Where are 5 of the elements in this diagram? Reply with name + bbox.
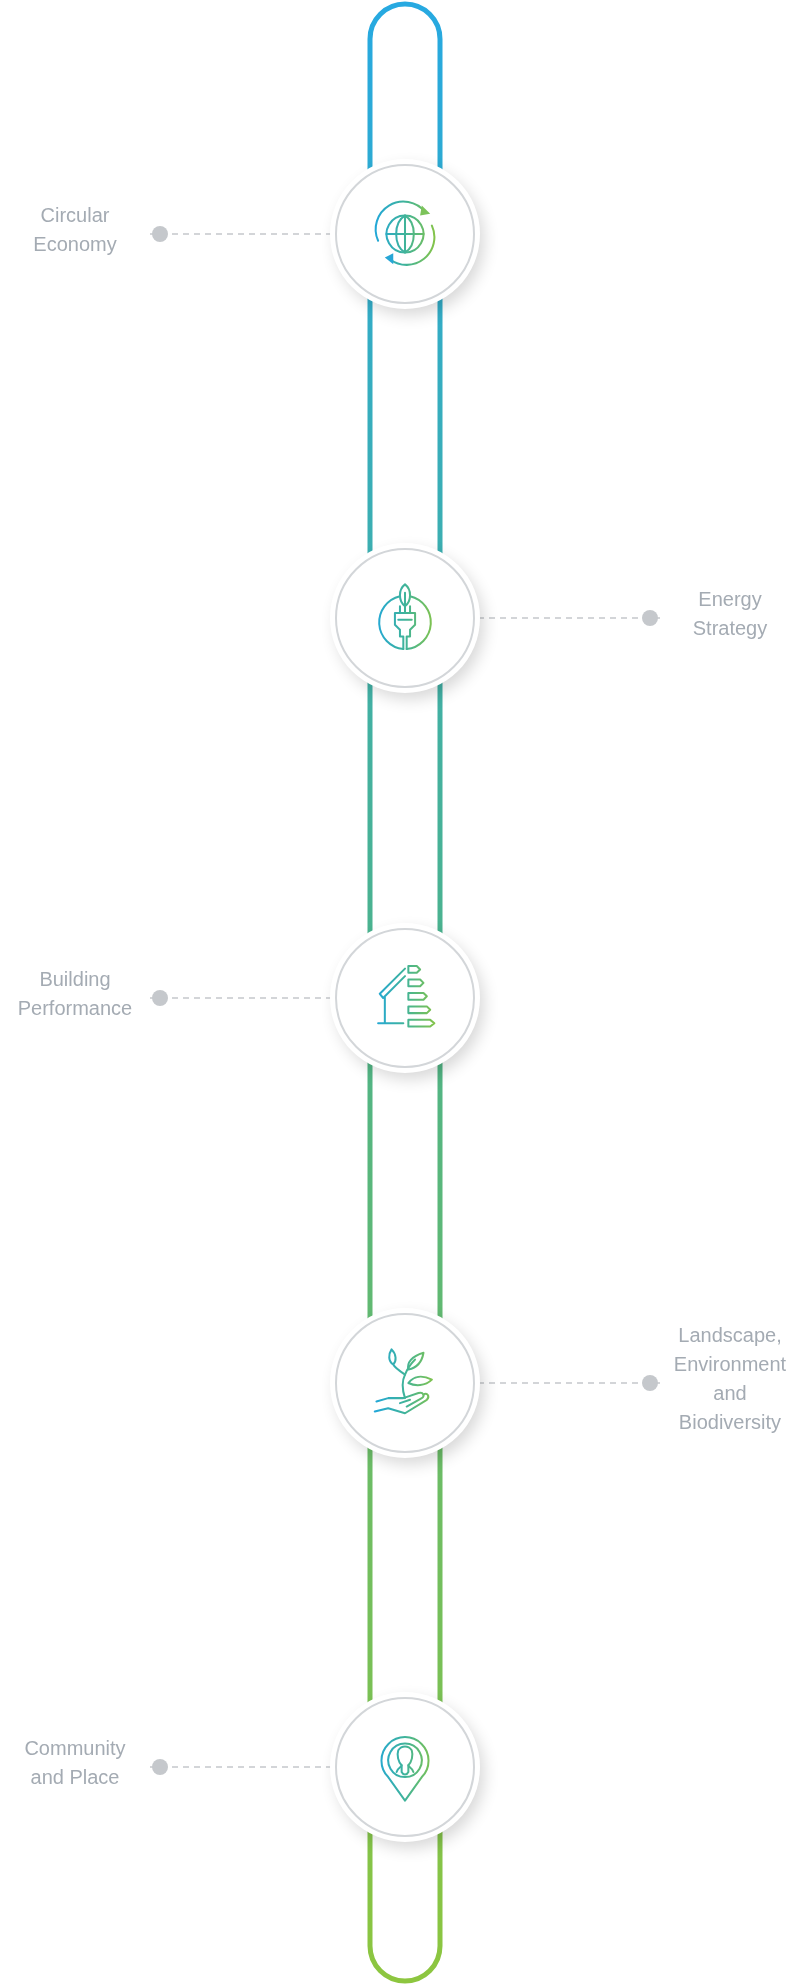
topic-label: Circular Economy [0,201,150,259]
topic-label: Landscape, Environment and Biodiversity [660,1321,800,1437]
topic-label: Energy Strategy [660,585,800,643]
topic-label: Building Performance [0,965,150,1023]
topic-label: Community and Place [0,1734,150,1792]
